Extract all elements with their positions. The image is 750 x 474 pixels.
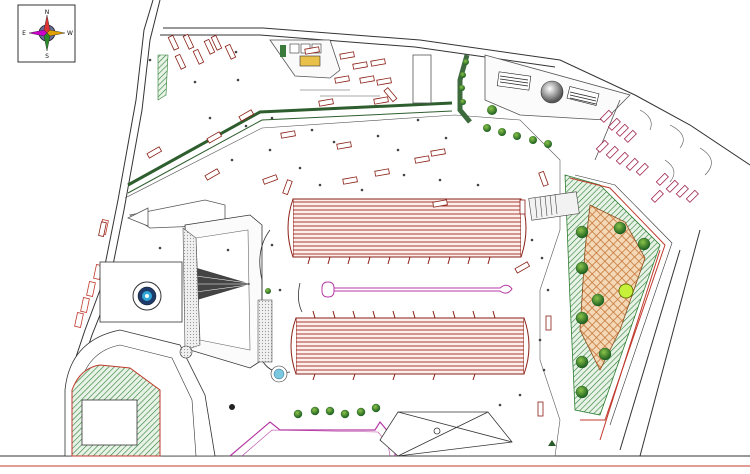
- east-fountain: [618, 283, 634, 299]
- bus-bays: [98, 33, 552, 417]
- central-median: [321, 281, 513, 298]
- west-fountain-block: [99, 261, 183, 323]
- small-tree: [265, 288, 271, 294]
- compass-west-label: W: [67, 30, 73, 37]
- sw-bollard: [229, 404, 235, 410]
- compass-north-label: N: [45, 9, 50, 16]
- sw-amphitheatre: [64, 329, 216, 457]
- south-trees: [293, 403, 381, 419]
- east-landscape: [564, 174, 673, 426]
- ne-hedge-trees: [459, 59, 552, 148]
- south-pavilion: [379, 411, 513, 457]
- stairs-east: [528, 191, 580, 221]
- sw-small-planter: [179, 345, 193, 359]
- east-trees: [575, 221, 651, 399]
- terminal-north: [287, 198, 527, 258]
- median-curve: [298, 282, 303, 313]
- north-kiosk: [269, 39, 341, 79]
- nw-landscape-strip: [157, 54, 169, 101]
- south-marker: [548, 440, 556, 446]
- diagonal-hedge: [127, 101, 453, 194]
- east-road: [599, 229, 701, 457]
- west-terminal-block: [182, 214, 291, 373]
- terminal-ticks: [307, 256, 496, 381]
- sphere-sculpture: [540, 80, 564, 104]
- north-parking-rows: [300, 89, 380, 97]
- north-shelter: [412, 54, 432, 104]
- parking-shrubs: [148, 50, 550, 407]
- plaza-outline: [124, 114, 561, 457]
- ne-hedge: [457, 54, 472, 124]
- east-parking: [594, 99, 699, 203]
- compass-south-label: S: [45, 53, 49, 60]
- compass-rose: N S E W: [17, 4, 76, 63]
- south-promenade: [229, 420, 396, 457]
- compass-east-label: E: [22, 30, 26, 37]
- terminal-south: [290, 317, 530, 375]
- ne-plaza: [484, 54, 631, 121]
- arrow-head: [127, 207, 149, 227]
- east-curbs: [639, 109, 712, 183]
